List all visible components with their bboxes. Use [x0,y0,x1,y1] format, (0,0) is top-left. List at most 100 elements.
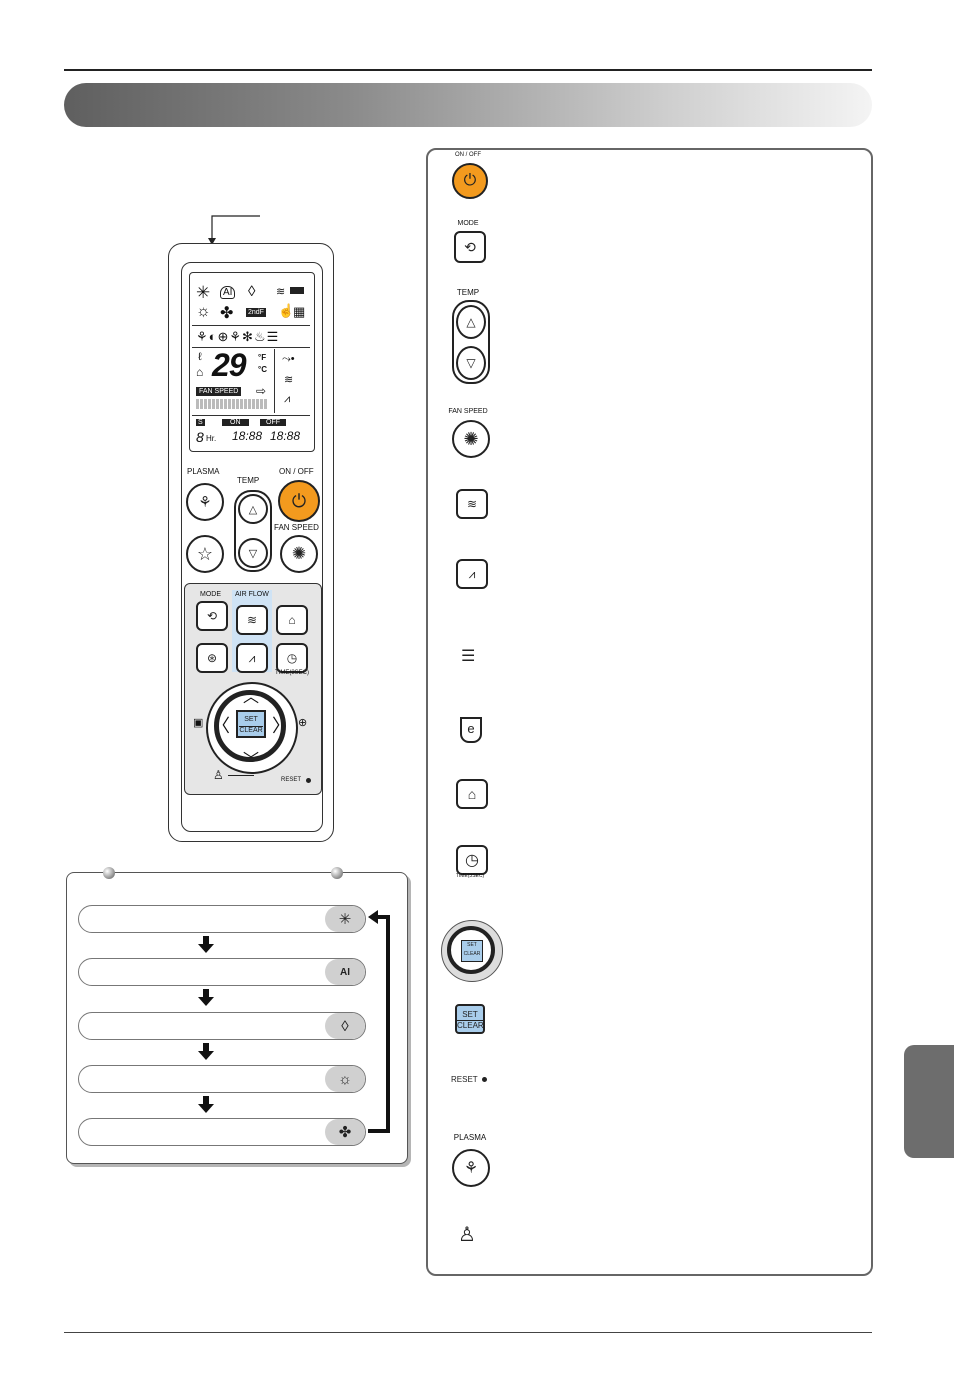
plasma-icon: ⚘ [452,1149,490,1187]
lcd-feature-icons: ⚘◐⊕⚘✻♨☰ [196,329,280,344]
time-label: TIME(3SEC) [275,670,310,676]
horizontal-airflow-button[interactable]: ⩘ [236,643,268,673]
onoff-label: ON / OFF [279,467,314,476]
lcd-battery-icon [290,287,304,294]
lcd-hand-icon: ☝ [278,303,295,318]
lcd-hr-label: Hr. [206,434,217,443]
nav-left-icon[interactable]: 〈 [212,716,230,736]
sequence-arrow [198,1043,214,1060]
lcd-home-icon: ⌂ [196,365,204,379]
light-icon: ♙ [213,768,224,782]
mode-dry: ◊ [78,1012,366,1040]
lcd-swing-icon: ⤳• [282,353,295,365]
remote-pointer-line [208,215,260,245]
lcd-temp-value: 29 [212,347,247,383]
fan-speed-button[interactable]: ✺ [280,535,318,573]
favorite-button[interactable]: ☆ [186,535,224,573]
legend-mode-label: MODE [457,220,479,227]
snowflake-icon: ✳ [325,906,365,932]
light-line [228,775,254,776]
temp-down-icon: ▽ [456,346,486,380]
light-bulb-icon: ♙ [458,1224,476,1246]
display-icon: ☰ [461,648,476,665]
fanspeed-label: FAN SPEED [274,523,319,532]
energy-saving-icon: e [460,717,482,743]
lcd-time-on: 18:88 [232,429,263,443]
lcd-vane2-icon: ⩘ [284,393,291,405]
bottom-rule [64,1332,872,1333]
reset-icon: RESET [451,1075,478,1084]
lcd-arrow-icon: ⇨ [256,384,267,398]
energy-side-icon: ⊕ [298,717,308,729]
lcd-vane-icon: ≋ [284,374,294,386]
mode-fan: ✤ [78,1118,366,1146]
room-temp-icon: ⌂ [456,779,488,809]
mode-label: MODE [200,591,221,598]
power-button[interactable]: ⏻ [278,480,320,522]
lcd-divider-vertical [274,349,275,413]
lcd-2ndf: 2ndF [246,308,266,317]
remote-lcd: ✳ AI ◊ ≋ ☼ ✤ 2ndF ☝ ▦ ⚘◐⊕⚘✻♨☰ ℓ ⌂ 29 °F … [189,272,315,452]
legend-temp-label: TEMP [456,288,480,297]
reset-icon-dot [482,1077,487,1082]
button-legend-panel [426,148,873,1276]
timer-button[interactable]: ◷ [276,643,308,673]
legend-onoff-label: ON / OFF [455,152,481,158]
legend-plasma-label: PLASMA [453,1133,487,1142]
vertical-airflow-icon: ≋ [456,489,488,519]
top-rule [64,69,872,71]
nav-pad-ring [214,690,286,762]
mode-heating: ☼ [78,1065,366,1093]
timer-icon: ◷ [456,845,488,875]
sequence-arrow [198,989,214,1006]
fan-icon: ✤ [325,1119,365,1145]
lcd-s: S [196,419,205,426]
mode-cooling: ✳ [78,905,366,933]
lcd-fanspeed: FAN SPEED [196,387,242,396]
clear-text: CLEAR [239,726,263,734]
display-side-icon: ▣ [193,717,204,729]
sequence-arrow [198,936,214,953]
lcd-hr: 8 [196,429,204,445]
sequence-arrow [198,1096,214,1113]
mode-button[interactable]: ⟲ [196,601,228,631]
mode-ai: AI [78,958,366,986]
set-clear-button[interactable]: SET CLEAR [236,710,266,738]
reset-dot[interactable] [306,778,311,783]
lcd-fan-icon: ✤ [220,305,234,322]
lcd-unit-c: °C [258,365,267,374]
vertical-airflow-button[interactable]: ≋ [236,605,268,635]
lcd-sun-icon: ☼ [196,303,211,320]
ai-icon: AI [325,959,365,985]
nav-pad-icon-ring [447,926,495,974]
chapter-tab [904,1045,954,1158]
lcd-droplet-icon: ◊ [248,283,256,300]
lcd-unit-f: °F [258,353,267,362]
set-text: SET [244,716,258,723]
droplet-icon: ◊ [325,1013,365,1039]
lcd-grid-icon: ▦ [293,304,306,319]
room-temp-button[interactable]: ⌂ [276,605,308,635]
nav-up-icon[interactable]: ︿ [243,689,260,706]
lcd-ai-icon: AI [220,286,236,299]
reset-label: RESET [281,777,302,783]
temp-down-button[interactable]: ▽ [238,538,268,568]
power-button-icon: ⏻ [452,163,488,199]
lcd-divider [192,415,310,416]
nav-right-icon[interactable]: 〉 [272,716,290,736]
temp-up-button[interactable]: △ [238,494,268,524]
legend-fanspeed-label: FAN SPEED [448,408,488,415]
lcd-wifi-icon: ≋ [276,286,286,298]
legend-time-label: TIME(3SEC) [455,873,485,879]
panel-ball-right [331,867,343,879]
loop-arrow [368,910,390,1133]
plasma-label: PLASMA [187,467,220,476]
section-header-bar [64,83,872,127]
horizontal-airflow-icon: ⩘ [456,559,488,589]
nav-down-icon[interactable]: ﹀ [243,752,260,769]
panel-ball-left [103,867,115,879]
plasma-button[interactable]: ⚘ [186,483,224,521]
jet-cool-button[interactable]: ⊛ [196,643,228,673]
lcd-on: ON [222,419,249,426]
